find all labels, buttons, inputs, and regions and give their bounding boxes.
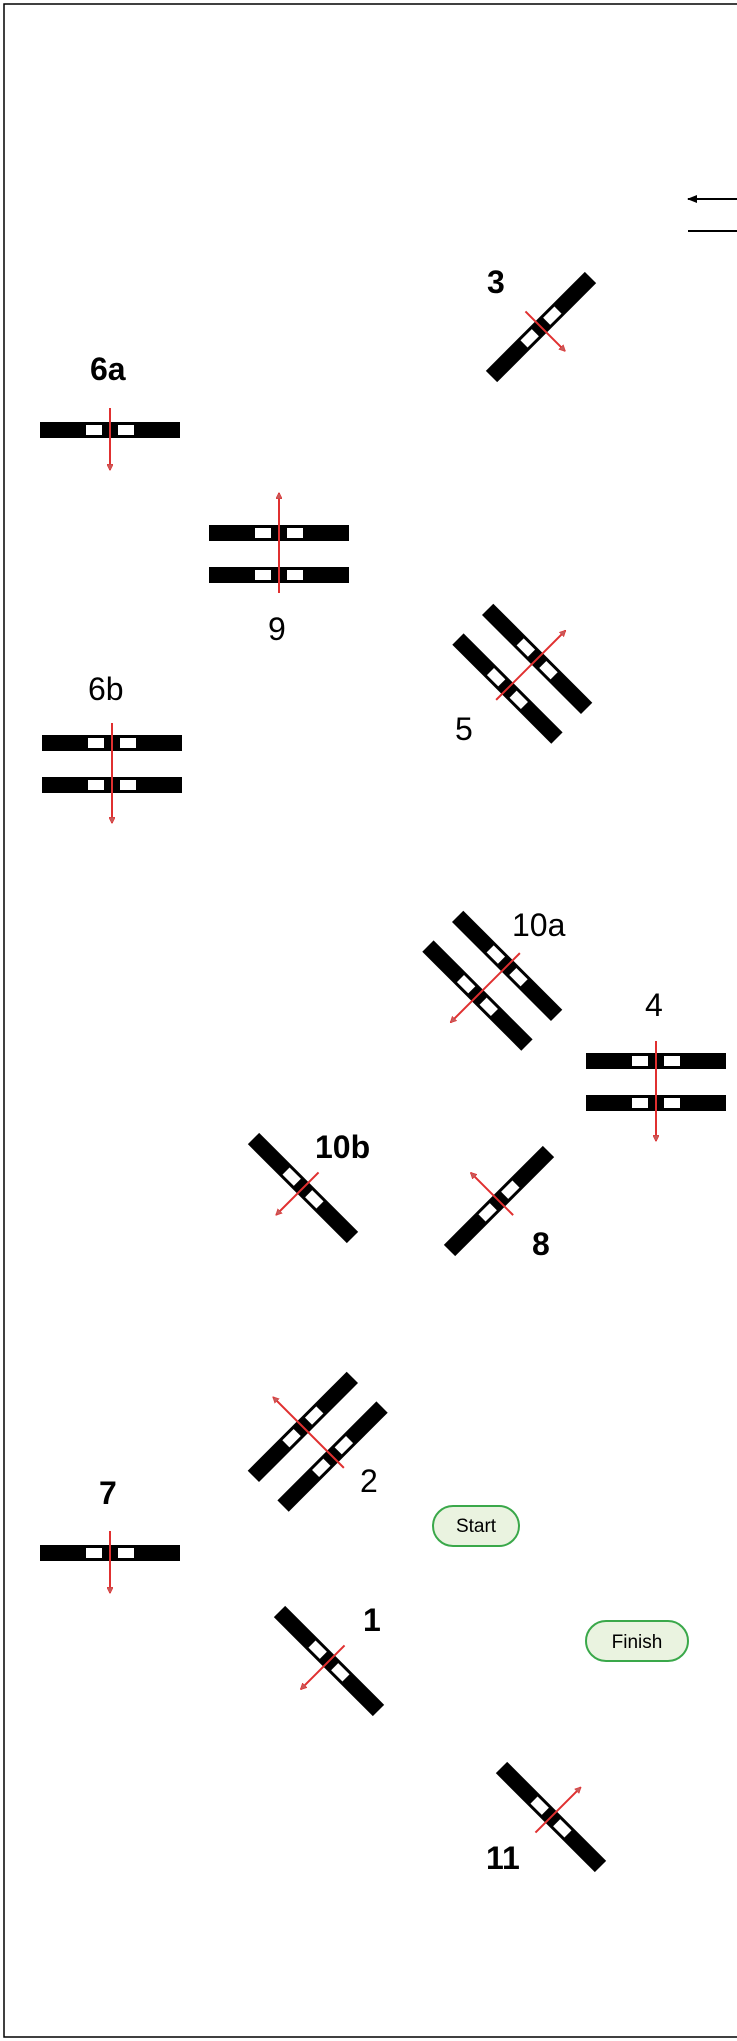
gate-label: 2 (360, 1463, 378, 1499)
gate-label: 5 (455, 711, 473, 747)
gate-label: 10a (512, 907, 566, 943)
gate-label: 9 (268, 611, 286, 647)
gate-10a (422, 910, 563, 1051)
direction-arrow (276, 1171, 320, 1214)
direction-arrow (451, 952, 521, 1022)
gate-9 (209, 493, 349, 593)
gate-label: 1 (363, 1602, 381, 1638)
gate-label: 3 (487, 264, 505, 300)
left-arrow-icon (687, 195, 737, 232)
gate-label: 4 (645, 987, 663, 1023)
gate-3 (485, 271, 597, 383)
start-marker: Start (432, 1505, 520, 1547)
finish-label: Finish (612, 1632, 663, 1653)
gate-11 (495, 1761, 607, 1873)
gate-4 (586, 1041, 726, 1141)
page-border (3, 3, 737, 2038)
direction-arrow (534, 1787, 580, 1834)
gate-label: 10b (315, 1129, 370, 1165)
gate-label: 6a (90, 351, 126, 387)
gate-label: 6b (88, 671, 124, 707)
direction-arrow (524, 310, 565, 351)
gate-label: 8 (532, 1226, 550, 1262)
gate-label: 11 (486, 1840, 520, 1876)
finish-marker: Finish (585, 1620, 689, 1662)
gate-7 (40, 1531, 180, 1593)
gate-10b (247, 1132, 359, 1244)
start-label: Start (456, 1516, 497, 1537)
gate-1 (273, 1605, 385, 1717)
direction-arrow (301, 1644, 346, 1689)
direction-arrow (273, 1397, 345, 1469)
gate-2 (247, 1371, 388, 1512)
direction-arrow (471, 1173, 514, 1216)
direction-arrow (495, 631, 565, 701)
gate-label: 7 (99, 1475, 117, 1511)
gate-8 (443, 1145, 555, 1257)
gate-6b (42, 723, 182, 823)
gate-6a (40, 408, 180, 470)
gate-5 (452, 603, 593, 744)
